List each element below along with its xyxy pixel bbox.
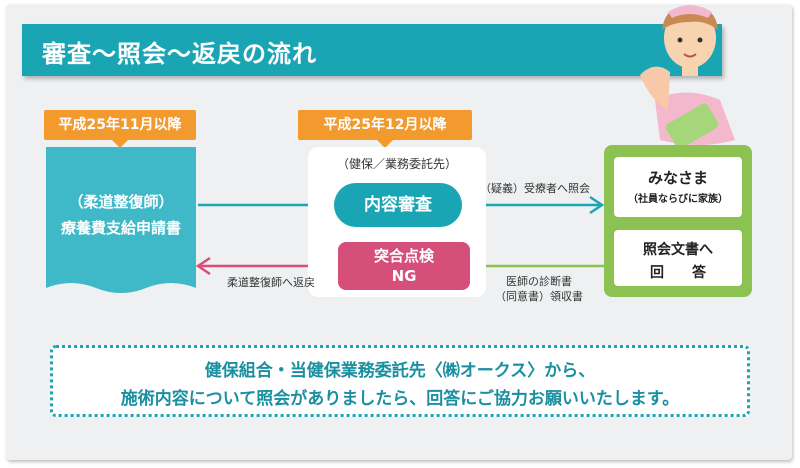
- recipient-node: みなさま （社員ならびに家族）: [614, 157, 742, 217]
- arrow-inquiry: [465, 195, 605, 215]
- notice-box: 健保組合・当健保業務委託先〈㈱オークス〉から、 施術内容について照会がありました…: [50, 345, 750, 417]
- reply-line-1: 照会文書へ: [643, 242, 713, 258]
- ng-line-2: NG: [391, 267, 417, 285]
- content-review-node: 内容審査: [334, 183, 462, 227]
- recipient-title: みなさま: [647, 169, 708, 187]
- claim-document: [46, 147, 196, 293]
- docs-arrow-label: 医師の診断書 （同意書）領収書: [476, 274, 602, 304]
- claim-line-1: （柔道整復師）: [68, 193, 174, 211]
- reply-line-2: 回 答: [650, 265, 706, 281]
- reply-node: 照会文書へ 回 答: [614, 230, 742, 286]
- claim-line-2: 療養費支給申請書: [60, 219, 181, 237]
- recipient-subtitle: （社員ならびに家族）: [628, 194, 728, 205]
- notice-line-1: 健保組合・当健保業務委託先〈㈱オークス〉から、: [204, 361, 596, 381]
- docs-line-2: （同意書）領収書: [495, 290, 583, 303]
- page-title: 審査～照会～返戻の流れ: [42, 40, 317, 68]
- inquiry-arrow-label: （疑義）受療者へ照会: [480, 182, 590, 195]
- date-tag-left: 平成25年11月以降: [44, 110, 196, 148]
- nurse-illustration: [640, 5, 735, 149]
- return-arrow-label: 柔道整復師へ返戻: [227, 276, 315, 289]
- notice-line-2: 施術内容について照会がありましたら、回答にご協力お願いいたします。: [120, 389, 680, 409]
- arrow-docs: [469, 256, 604, 276]
- date-tag-center: 平成25年12月以降: [298, 110, 472, 148]
- claim-label: （柔道整復師） 療養費支給申請書: [52, 189, 190, 241]
- title-bar: 審査～照会～返戻の流れ: [22, 24, 722, 76]
- docs-line-1: 医師の診断書: [506, 275, 572, 288]
- crosscheck-ng-node: 突合点検 NG: [338, 242, 470, 290]
- review-organization-label: （健保／業務委託先）: [336, 157, 457, 171]
- ng-line-1: 突合点検: [373, 247, 434, 265]
